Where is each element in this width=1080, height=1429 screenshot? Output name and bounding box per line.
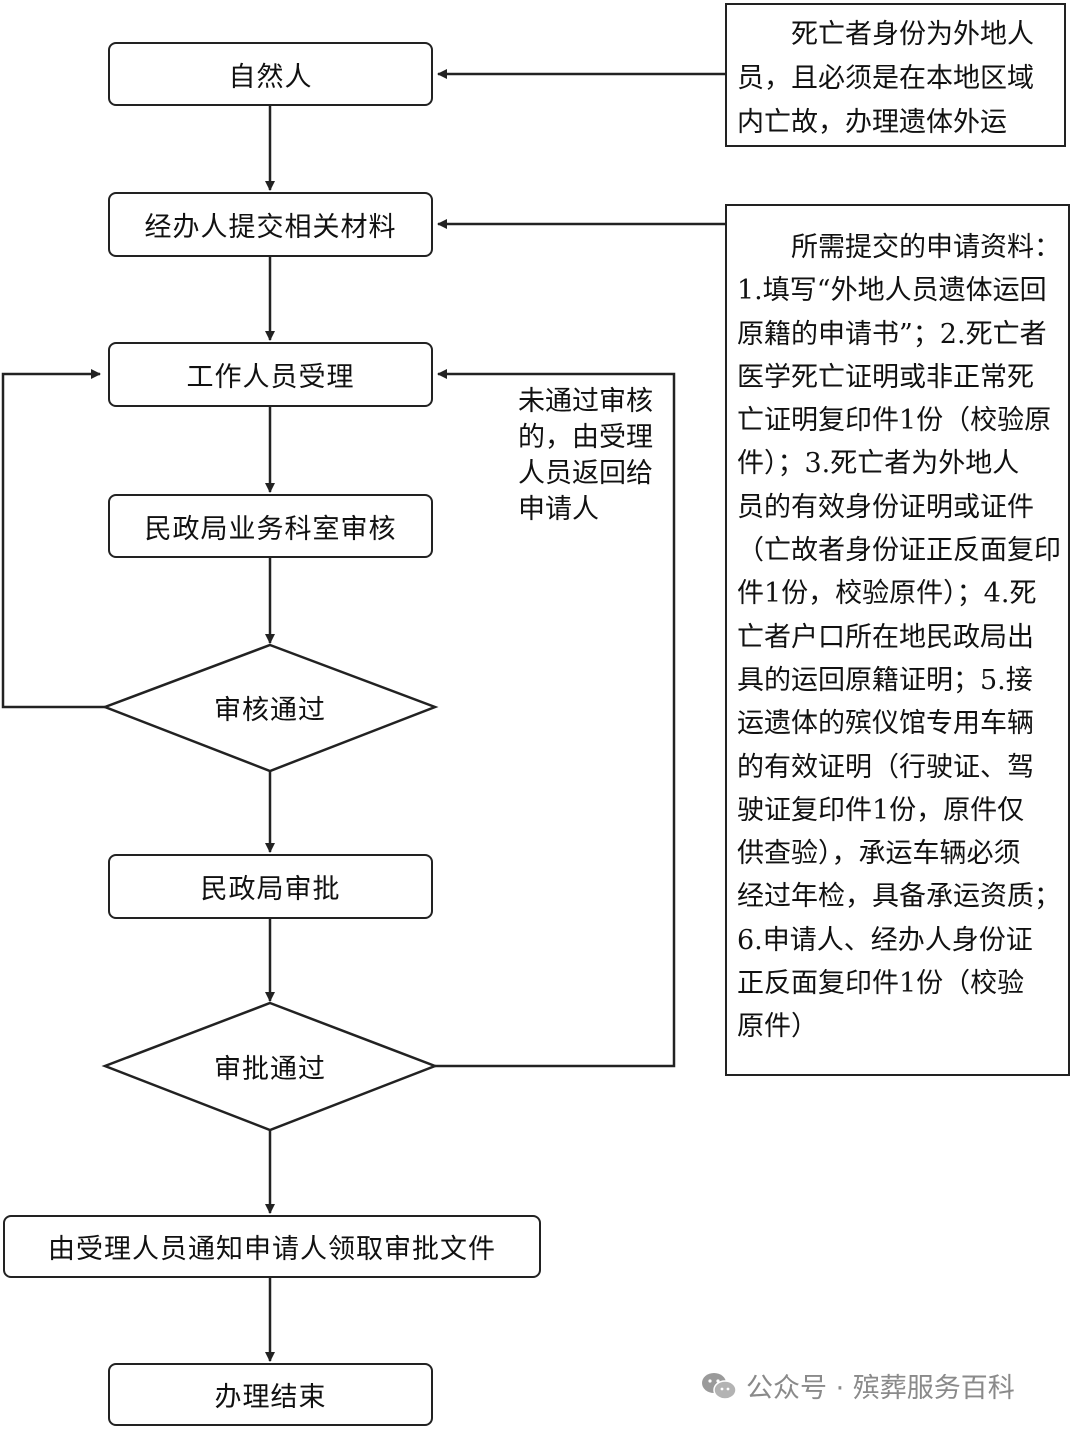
end-label: 办理结束 bbox=[214, 1382, 327, 1413]
staff-accept-box: 工作人员受理 bbox=[108, 342, 433, 407]
wechat-icon bbox=[702, 1372, 737, 1400]
approve-pass-label: 审批通过 bbox=[105, 1039, 435, 1093]
condition-note-line: 员，且必须是在本地区域 bbox=[737, 63, 1034, 94]
end-box: 办理结束 bbox=[108, 1363, 433, 1426]
materials-note: 所需提交的申请资料： 1.填写“外地人员遗体运回 原籍的申请书”；2.死亡者 医… bbox=[725, 204, 1070, 1076]
materials-note-line: 亡证明复印件1份（校验原 bbox=[737, 405, 1052, 437]
review-pass-diamond bbox=[101, 643, 439, 773]
materials-note-line: 亡者户口所在地民政局出 bbox=[737, 621, 1034, 653]
materials-note-line: 员的有效身份证明或证件 bbox=[737, 491, 1034, 523]
watermark: 公众号 · 殡葬服务百科 bbox=[700, 1366, 1015, 1405]
return-note-line: 未通过审核 bbox=[518, 386, 653, 417]
natural-person-label: 自然人 bbox=[228, 61, 313, 93]
natural-person-box: 自然人 bbox=[108, 42, 433, 106]
submit-materials-box: 经办人提交相关材料 bbox=[108, 192, 433, 257]
materials-note-line: 原籍的申请书”；2.死亡者 bbox=[737, 318, 1047, 350]
condition-note: 死亡者身份为外地人 员，且必须是在本地区域 内亡故，办理遗体外运 bbox=[725, 3, 1066, 147]
bureau-review-label: 民政局业务科室审核 bbox=[144, 513, 397, 545]
notify-box: 由受理人员通知申请人领取审批文件 bbox=[3, 1215, 541, 1278]
materials-note-line: 经过年检，具备承运资质； bbox=[737, 881, 1061, 913]
return-note: 未通过审核 的，由受理 人员返回给 申请人 bbox=[518, 384, 668, 528]
return-note-line: 的，由受理 bbox=[518, 422, 653, 453]
return-note-line: 申请人 bbox=[518, 494, 599, 525]
materials-note-line: 6.申请人、经办人身份证 bbox=[737, 924, 1033, 956]
review-pass-text: 审核通过 bbox=[214, 694, 326, 726]
bureau-review-box: 民政局业务科室审核 bbox=[108, 494, 433, 558]
materials-note-line: 驶证复印件1份，原件仅 bbox=[737, 794, 1025, 826]
watermark-text: 公众号 · 殡葬服务百科 bbox=[746, 1373, 1015, 1404]
materials-note-line: 运遗体的殡仪馆专用车辆 bbox=[737, 708, 1034, 740]
materials-note-line: 件）；3.死亡者为外地人 bbox=[737, 448, 1020, 480]
materials-note-line: 的有效证明（行驶证、驾 bbox=[737, 751, 1034, 783]
notify-label: 由受理人员通知申请人领取审批文件 bbox=[48, 1234, 496, 1265]
staff-accept-label: 工作人员受理 bbox=[186, 362, 355, 393]
approve-pass-diamond bbox=[101, 1001, 439, 1132]
approve-pass-text: 审批通过 bbox=[214, 1053, 326, 1085]
review-pass-label: 审核通过 bbox=[105, 680, 435, 734]
materials-note-line: 医学死亡证明或非正常死 bbox=[737, 361, 1034, 393]
materials-note-line: 所需提交的申请资料： bbox=[737, 232, 1061, 263]
condition-note-line: 内亡故，办理遗体外运 bbox=[737, 107, 1007, 138]
submit-materials-label: 经办人提交相关材料 bbox=[144, 212, 397, 243]
materials-note-line: 原件） bbox=[737, 1011, 818, 1043]
loop-approve-fail bbox=[435, 369, 676, 1068]
materials-note-line: 1.填写“外地人员遗体运回 bbox=[737, 275, 1047, 307]
bureau-approve-label: 民政局审批 bbox=[200, 874, 341, 905]
bureau-approve-box: 民政局审批 bbox=[108, 854, 433, 919]
materials-note-line: （亡故者身份证正反面复印 bbox=[737, 535, 1061, 567]
materials-note-line: 供查验），承运车辆必须 bbox=[737, 838, 1021, 870]
materials-note-line: 件1份，校验原件）；4.死 bbox=[737, 578, 1037, 610]
condition-note-line: 死亡者身份为外地人 bbox=[737, 19, 1034, 50]
loop-review-fail bbox=[1, 369, 105, 709]
materials-note-line: 正反面复印件1份（校验 bbox=[737, 968, 1025, 1000]
return-note-line: 人员返回给 bbox=[518, 458, 653, 489]
materials-note-line: 具的运回原籍证明；5.接 bbox=[737, 664, 1033, 696]
